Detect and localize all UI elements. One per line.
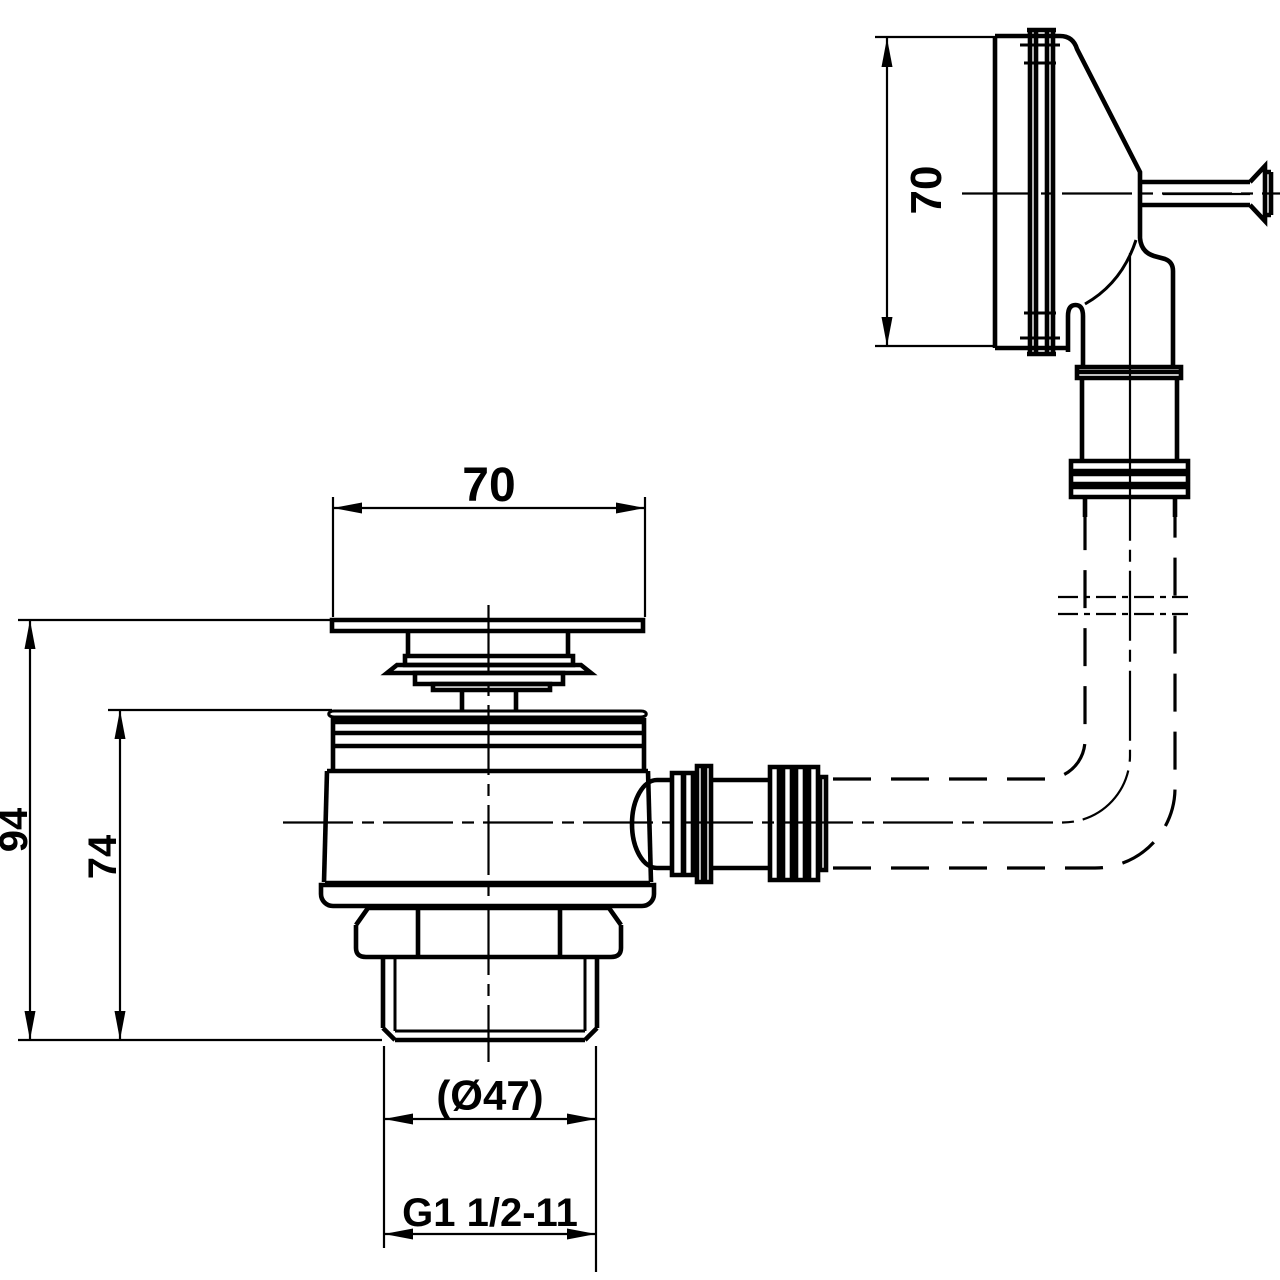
- dimension-lines: [24, 38, 893, 1240]
- hose-outer-wall: [833, 517, 1177, 870]
- arrowhead: [881, 38, 893, 67]
- outlet-barb-fitting: [629, 763, 829, 885]
- cover-cap: [329, 617, 646, 634]
- hose-reference-tick-lines: [1058, 595, 1188, 616]
- label-overflow-height: 70: [902, 166, 951, 215]
- ext-cap-width: [331, 497, 647, 617]
- arrowhead: [114, 1011, 126, 1040]
- dimension-labels: 70 70 94 74 (Ø47) G1 1/2-11: [0, 166, 951, 1235]
- outlet-smooth-section: [711, 777, 770, 871]
- flexible-hose-hidden-outline: [833, 517, 1177, 870]
- threaded-pipe: [380, 957, 600, 1043]
- arrowhead: [384, 1228, 413, 1240]
- overflow-pipe-socket-boss: [1065, 302, 1086, 367]
- overflow-inner-bowl-arc: [1084, 239, 1138, 306]
- hose-inner-wall: [833, 517, 1087, 781]
- centerlines: [283, 192, 1280, 1062]
- outlet-rib-group-2: [767, 764, 821, 883]
- label-body-height: 74: [81, 834, 125, 879]
- overflow-housing-lower: [1137, 205, 1176, 367]
- arrowhead: [567, 1228, 596, 1240]
- thread-core-lines: [393, 957, 587, 1033]
- outlet-end-stub: [817, 774, 829, 873]
- arrowhead: [24, 1011, 36, 1040]
- label-thread-size: G1 1/2-11: [402, 1191, 578, 1235]
- label-overall-height: 94: [0, 807, 36, 852]
- outlet-horizontal-centerline: [283, 517, 1132, 824]
- outlet-hub-arc: [629, 777, 658, 871]
- downpipe-collar: [1074, 364, 1184, 381]
- seat-flange-d: [430, 681, 553, 693]
- outlet-neck-lines: [657, 777, 672, 871]
- arrowhead: [567, 1113, 596, 1125]
- label-thread-od: (Ø47): [436, 1072, 543, 1119]
- drain-waste-front-view: [318, 617, 657, 1043]
- cap-stem-upper: [405, 631, 571, 656]
- overflow-plate-boss-ticks: [1020, 43, 1060, 340]
- arrowhead: [333, 502, 362, 514]
- arrowhead: [881, 317, 893, 346]
- screw-shaft: [1140, 179, 1250, 208]
- overflow-plate-strips: [1027, 27, 1056, 357]
- body-wall-right: [645, 770, 654, 883]
- bottom-flange: [318, 882, 657, 909]
- arrowhead: [114, 710, 126, 739]
- arrowhead: [616, 502, 645, 514]
- downpipe-sleeve: [1079, 378, 1180, 461]
- label-cap-width: 70: [462, 459, 515, 512]
- seat-flange-b: [380, 662, 598, 676]
- cap-stem-lower: [459, 690, 519, 710]
- downpipe-ribs: [1068, 458, 1191, 500]
- outlet-rib-group-1: [669, 763, 714, 885]
- overflow-assembly-side-view: [992, 27, 1274, 517]
- overflow-housing-upper: [1053, 33, 1143, 182]
- screw-head: [1248, 160, 1274, 227]
- arrowhead: [24, 620, 36, 649]
- arrowhead: [384, 1113, 413, 1125]
- body-collar: [330, 715, 647, 771]
- hex-nut: [353, 905, 624, 960]
- body-wall-left: [321, 770, 330, 883]
- seat-flange-c: [412, 670, 566, 687]
- downpipe-stubs: [1082, 497, 1178, 517]
